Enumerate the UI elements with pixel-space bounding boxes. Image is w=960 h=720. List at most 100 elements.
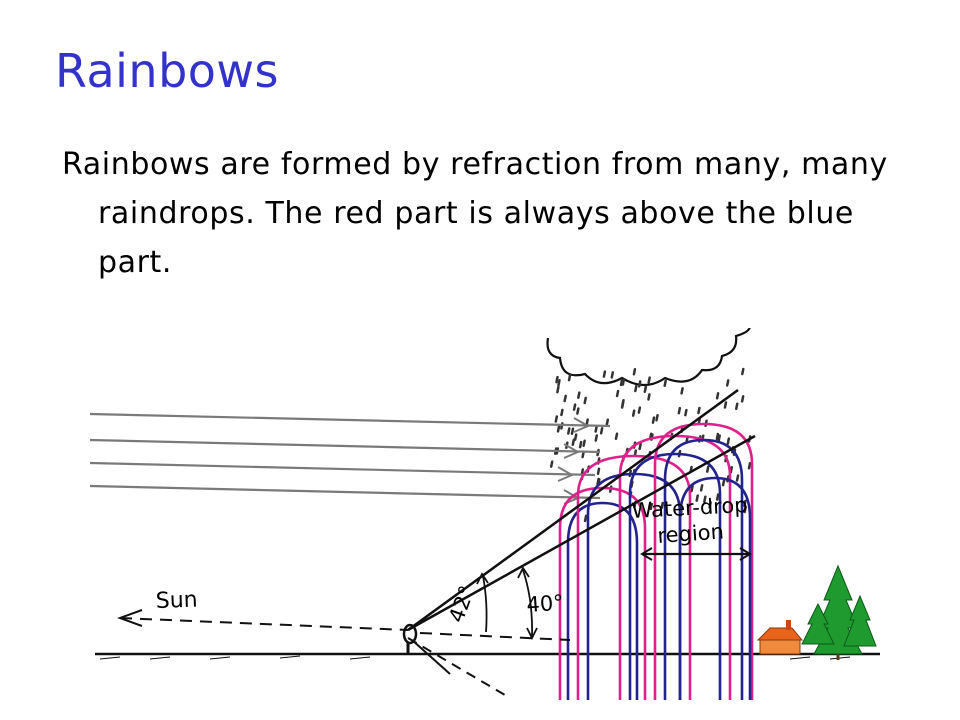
- antisolar-line-ahead: [419, 632, 571, 641]
- blue-arc: [678, 476, 752, 700]
- raindrop: [556, 425, 561, 433]
- rainbow-diagram-svg: Sun 42° 40° Water-drop region: [90, 328, 880, 700]
- raindrop: [637, 406, 642, 414]
- raindrop: [647, 393, 651, 401]
- raindrop: [615, 389, 620, 398]
- raindrop: [651, 416, 656, 424]
- raindrop: [743, 499, 747, 508]
- blue-arc: [663, 438, 744, 700]
- angle-arrowhead-40: [517, 566, 530, 579]
- blue-arc: [566, 501, 639, 700]
- region-arrow-left: [640, 547, 653, 561]
- raindrop: [631, 409, 636, 417]
- raindrop: [634, 384, 638, 393]
- raindrop: [677, 406, 682, 415]
- raindrop: [583, 514, 588, 523]
- raindrop: [567, 427, 571, 435]
- raindrop: [577, 391, 581, 399]
- raindrop: [582, 439, 586, 447]
- observer-shadow: [411, 639, 451, 675]
- raindrop: [563, 394, 567, 403]
- raindrop: [554, 415, 559, 423]
- raindrop: [715, 392, 720, 400]
- raindrop: [556, 385, 560, 394]
- raindrop: [643, 385, 648, 394]
- raindrop: [602, 370, 607, 378]
- observer-icon: [402, 623, 418, 645]
- raindrop: [726, 437, 731, 445]
- sun-rays: [90, 412, 611, 500]
- sun-arrowhead: [117, 609, 143, 627]
- raindrop: [572, 403, 577, 411]
- slide-title: Rainbows: [55, 44, 280, 98]
- raindrop: [703, 495, 707, 504]
- raindrop: [549, 460, 554, 468]
- raindrop: [747, 462, 752, 470]
- raindrop: [619, 378, 624, 387]
- label-angle-42: 42°: [444, 583, 479, 626]
- angle-arc-42: [482, 575, 488, 633]
- angle-arc-40: [522, 569, 533, 637]
- raindrop: [573, 433, 578, 441]
- raindrop: [620, 401, 625, 409]
- raindrop: [734, 402, 739, 411]
- raindrop: [717, 434, 721, 442]
- raindrop: [680, 387, 684, 395]
- raindrop: [715, 493, 720, 501]
- tree-icons: [801, 564, 877, 660]
- raindrop: [583, 396, 587, 405]
- label-angle-40: 40°: [526, 590, 565, 617]
- raindrop: [555, 375, 559, 384]
- raindrop: [699, 484, 704, 492]
- raindrop: [743, 505, 747, 514]
- antisolar-line: [119, 617, 409, 631]
- raindrop: [596, 467, 601, 476]
- raindrop: [632, 368, 637, 376]
- raindrop: [655, 413, 659, 422]
- raindrop: [571, 438, 576, 446]
- label-region: region: [657, 519, 725, 548]
- raindrop: [663, 379, 667, 388]
- ground-hatch: [99, 655, 851, 660]
- body-text: Rainbows are formed by refraction from m…: [62, 147, 888, 280]
- raindrop: [578, 440, 583, 449]
- raindrop: [599, 427, 604, 435]
- raindrop: [614, 432, 619, 440]
- raindrop: [621, 378, 626, 386]
- angle-arrowhead-42: [476, 572, 489, 585]
- angle-arrowhead-bottom: [526, 627, 538, 641]
- raindrop: [735, 474, 740, 482]
- red-arc: [576, 454, 692, 700]
- raindrop: [721, 478, 726, 487]
- raindrop: [570, 427, 575, 435]
- raindrop: [740, 395, 745, 403]
- raindrop: [723, 401, 728, 409]
- region-arrow-right: [739, 547, 752, 561]
- raindrop: [741, 367, 745, 376]
- dashed-down-line: [407, 637, 511, 699]
- raindrop: [585, 418, 589, 426]
- raindrop: [690, 484, 694, 493]
- raindrop: [684, 408, 688, 417]
- raindrop: [605, 418, 610, 427]
- cloud: [546, 328, 751, 387]
- sightline-42: [407, 388, 739, 632]
- raindrop: [708, 501, 712, 509]
- raindrop: [725, 379, 730, 387]
- label-sun: Sun: [155, 588, 198, 614]
- raindrop: [557, 379, 561, 387]
- raindrop: [594, 425, 598, 433]
- sightline-40: [407, 434, 756, 632]
- raindrop: [594, 434, 599, 442]
- raindrop: [715, 432, 720, 441]
- raindrop: [706, 465, 710, 473]
- house-icon: [756, 620, 804, 655]
- raindrop: [697, 406, 701, 415]
- raindrop: [695, 494, 699, 502]
- raindrop: [610, 371, 615, 379]
- raindrop: [560, 408, 564, 417]
- raindrop: [596, 477, 600, 486]
- raindrop: [581, 450, 585, 459]
- raindrop: [649, 502, 654, 511]
- raindrop: [637, 380, 642, 388]
